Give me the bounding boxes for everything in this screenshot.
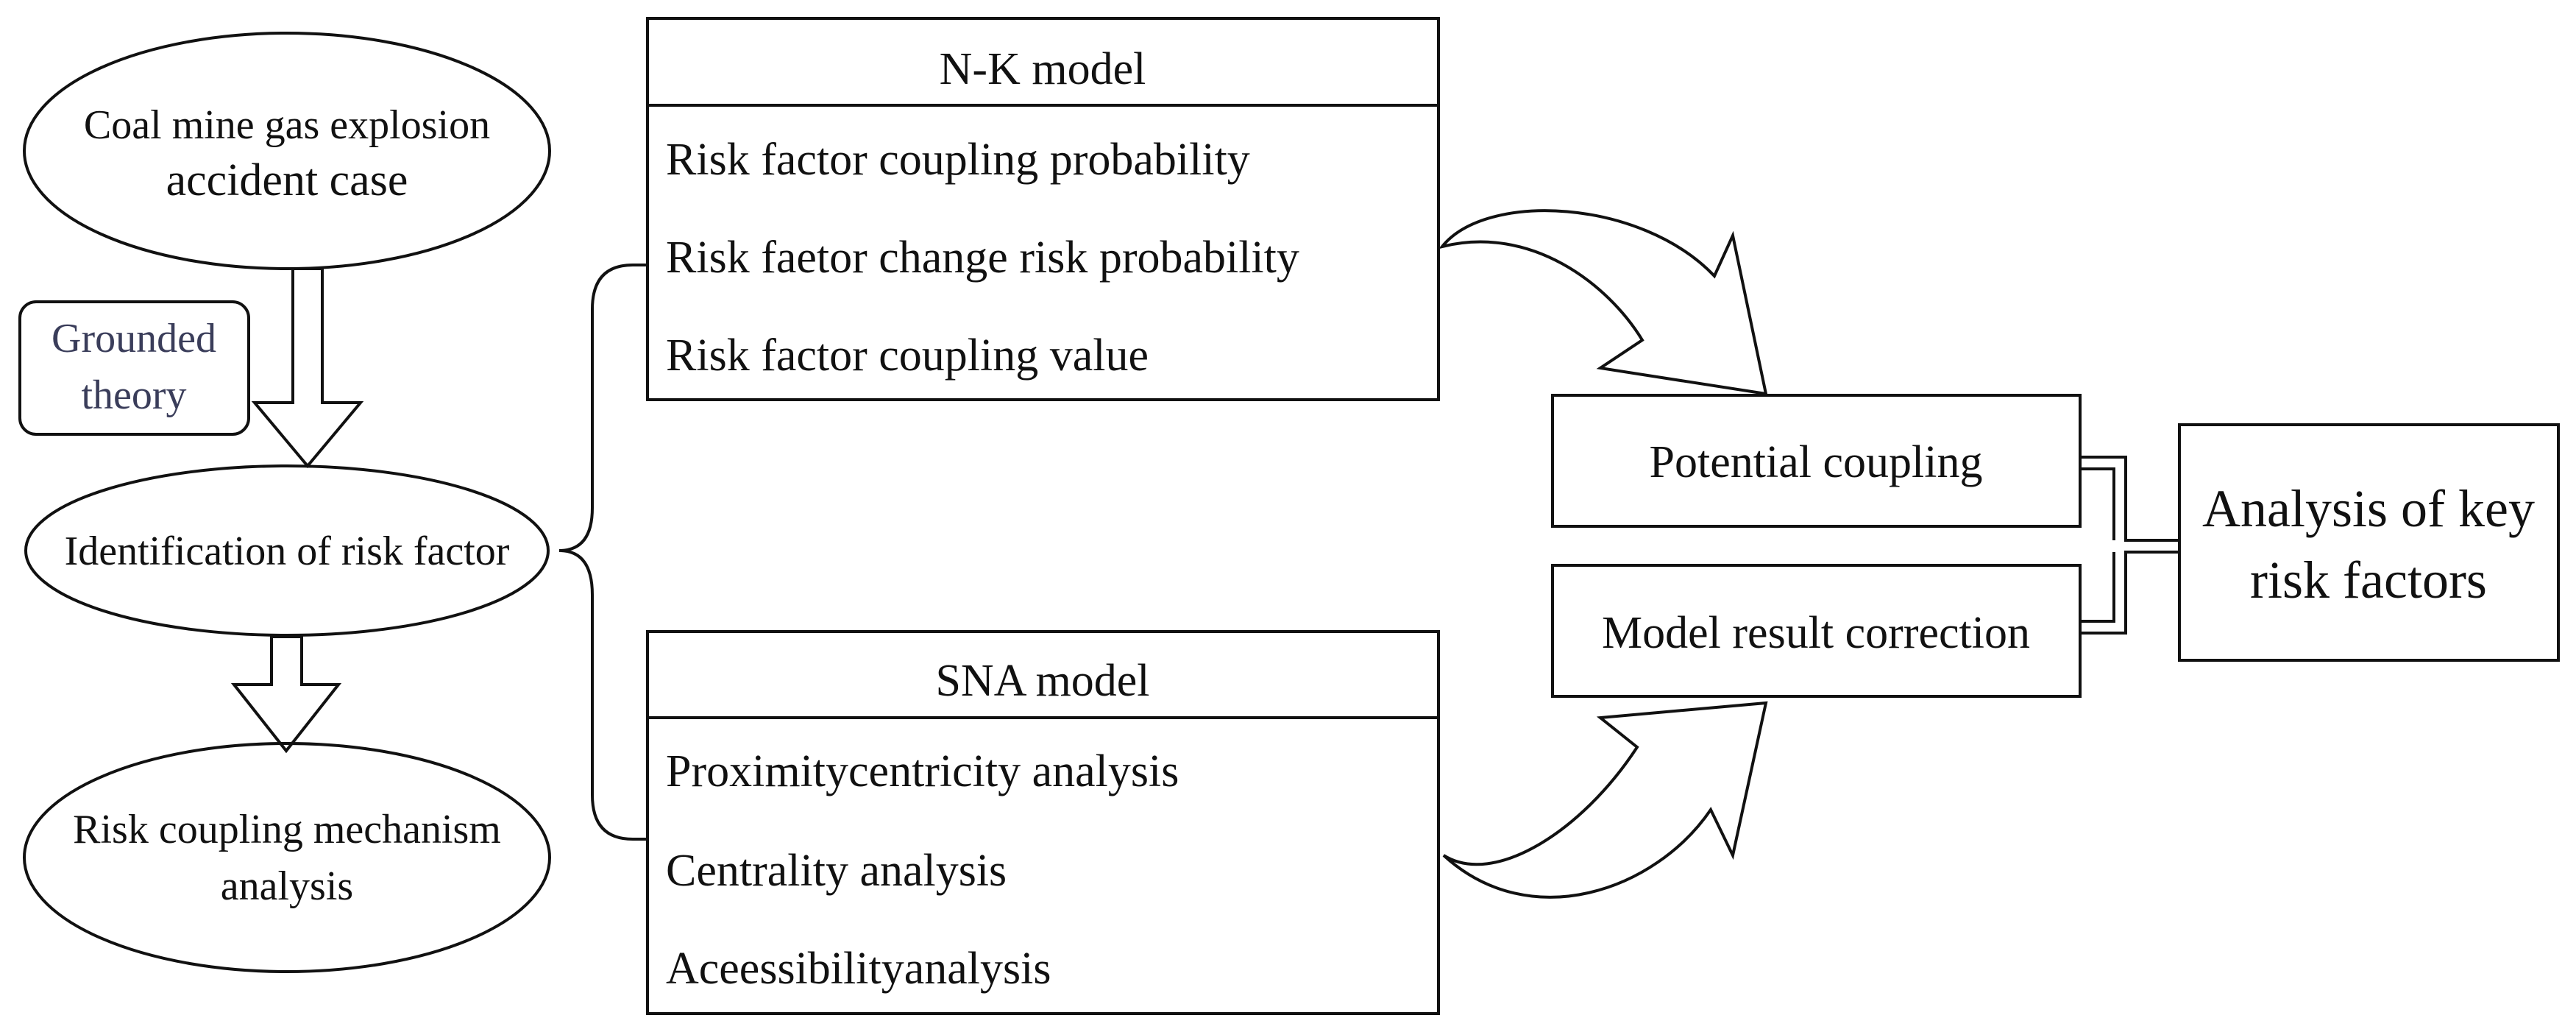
potential-coupling-label: Potential coupling — [1650, 437, 1983, 487]
nk-model-box — [646, 17, 1440, 401]
nk-item-2: Risk faetor change risk probability — [666, 233, 1299, 283]
nk-model-title: N-K model — [940, 44, 1146, 94]
sna-model-title: SNA model — [935, 656, 1149, 706]
nk-item-1: Risk factor coupling probability — [666, 135, 1250, 185]
sna-item-2: Centrality analysis — [666, 846, 1007, 896]
model-correction-box — [1551, 564, 2082, 698]
mechanism-line1: Risk coupling mechanism — [73, 807, 501, 852]
down-arrow-1 — [251, 267, 364, 469]
potential-coupling-box — [1551, 394, 2082, 528]
key-risk-factors-box — [2178, 423, 2560, 662]
curved-arrow-lower — [1442, 701, 1768, 899]
connector-potential — [2080, 456, 2179, 542]
mechanism-ellipse — [23, 742, 551, 973]
source-ellipse — [23, 32, 551, 270]
sna-item-3: Aceessibilityanalysis — [666, 944, 1051, 994]
down-arrow-2 — [230, 635, 342, 754]
key-risk-line1: Analysis of key — [2202, 479, 2535, 538]
nk-item-3: Risk factor coupling value — [666, 331, 1149, 381]
sna-model-box — [646, 630, 1440, 1015]
grounded-theory-box — [18, 300, 250, 436]
grounded-theory-line2: theory — [81, 372, 186, 418]
brace-connector — [558, 264, 647, 841]
source-line2: accident case — [166, 155, 408, 205]
identification-label: Identification of risk factor — [65, 529, 510, 574]
model-correction-label: Model result correction — [1602, 608, 2030, 658]
source-line1: Coal mine gas explosion — [84, 102, 490, 148]
curved-arrow-upper — [1438, 209, 1768, 396]
grounded-theory-line1: Grounded — [52, 316, 216, 361]
key-risk-line2: risk factors — [2250, 551, 2487, 609]
mechanism-line2: analysis — [221, 863, 353, 909]
connector-correction — [2080, 551, 2179, 635]
sna-item-1: Proximitycentricity analysis — [666, 746, 1179, 796]
